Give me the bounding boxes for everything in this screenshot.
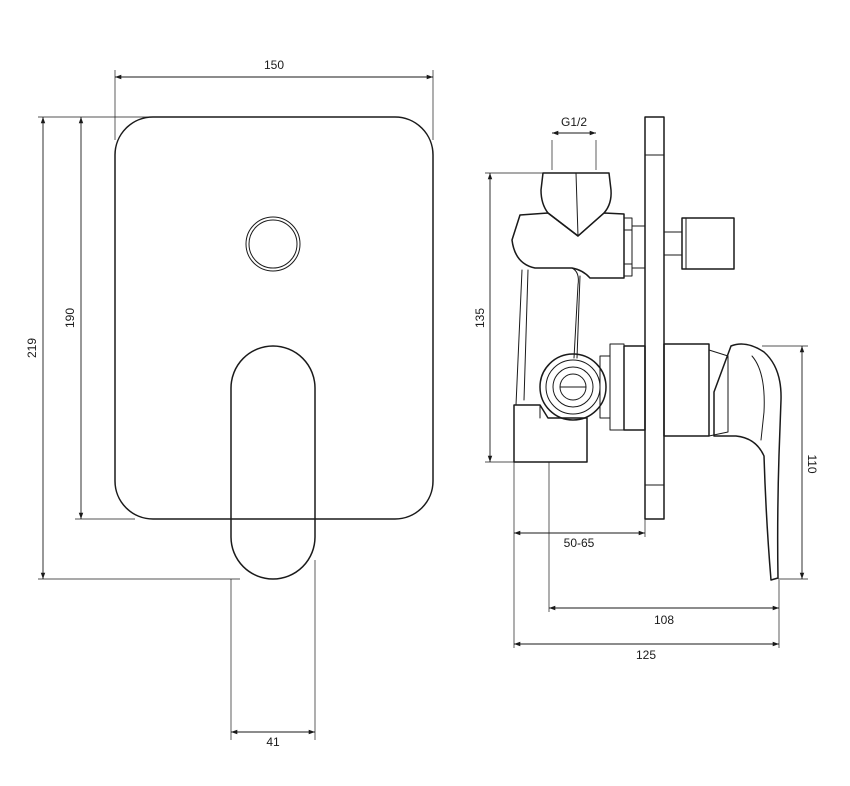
dimension-wall-depth-label: 50-65 — [564, 536, 595, 550]
dimension-projection-label: 108 — [654, 613, 674, 627]
side-view: G1/2 135 110 50-65 108 125 — [473, 115, 819, 662]
wall-plate — [644, 116, 665, 520]
dimension-plate-height-label: 190 — [63, 308, 77, 328]
rear-cylinder — [663, 217, 735, 270]
dimension-handle-width-label: 41 — [266, 735, 280, 749]
dimension-lever-height-label: 110 — [805, 454, 819, 473]
lever-handle-front — [230, 345, 316, 580]
dimension-total-depth-label: 125 — [636, 648, 656, 662]
dimension-width-label: 150 — [264, 58, 284, 72]
valve-body — [511, 212, 625, 279]
cover-plate — [114, 116, 434, 520]
lever-sleeve — [663, 343, 729, 437]
dimension-outer-height-label: 219 — [25, 338, 39, 358]
mixer-cartridge — [539, 343, 646, 431]
front-view: 150 219 190 41 — [25, 58, 434, 749]
dimension-thread-label: G1/2 — [561, 115, 587, 129]
dimension-body-height-label: 135 — [473, 308, 487, 328]
lever-handle-side — [713, 343, 782, 581]
diverter-button — [245, 216, 301, 272]
